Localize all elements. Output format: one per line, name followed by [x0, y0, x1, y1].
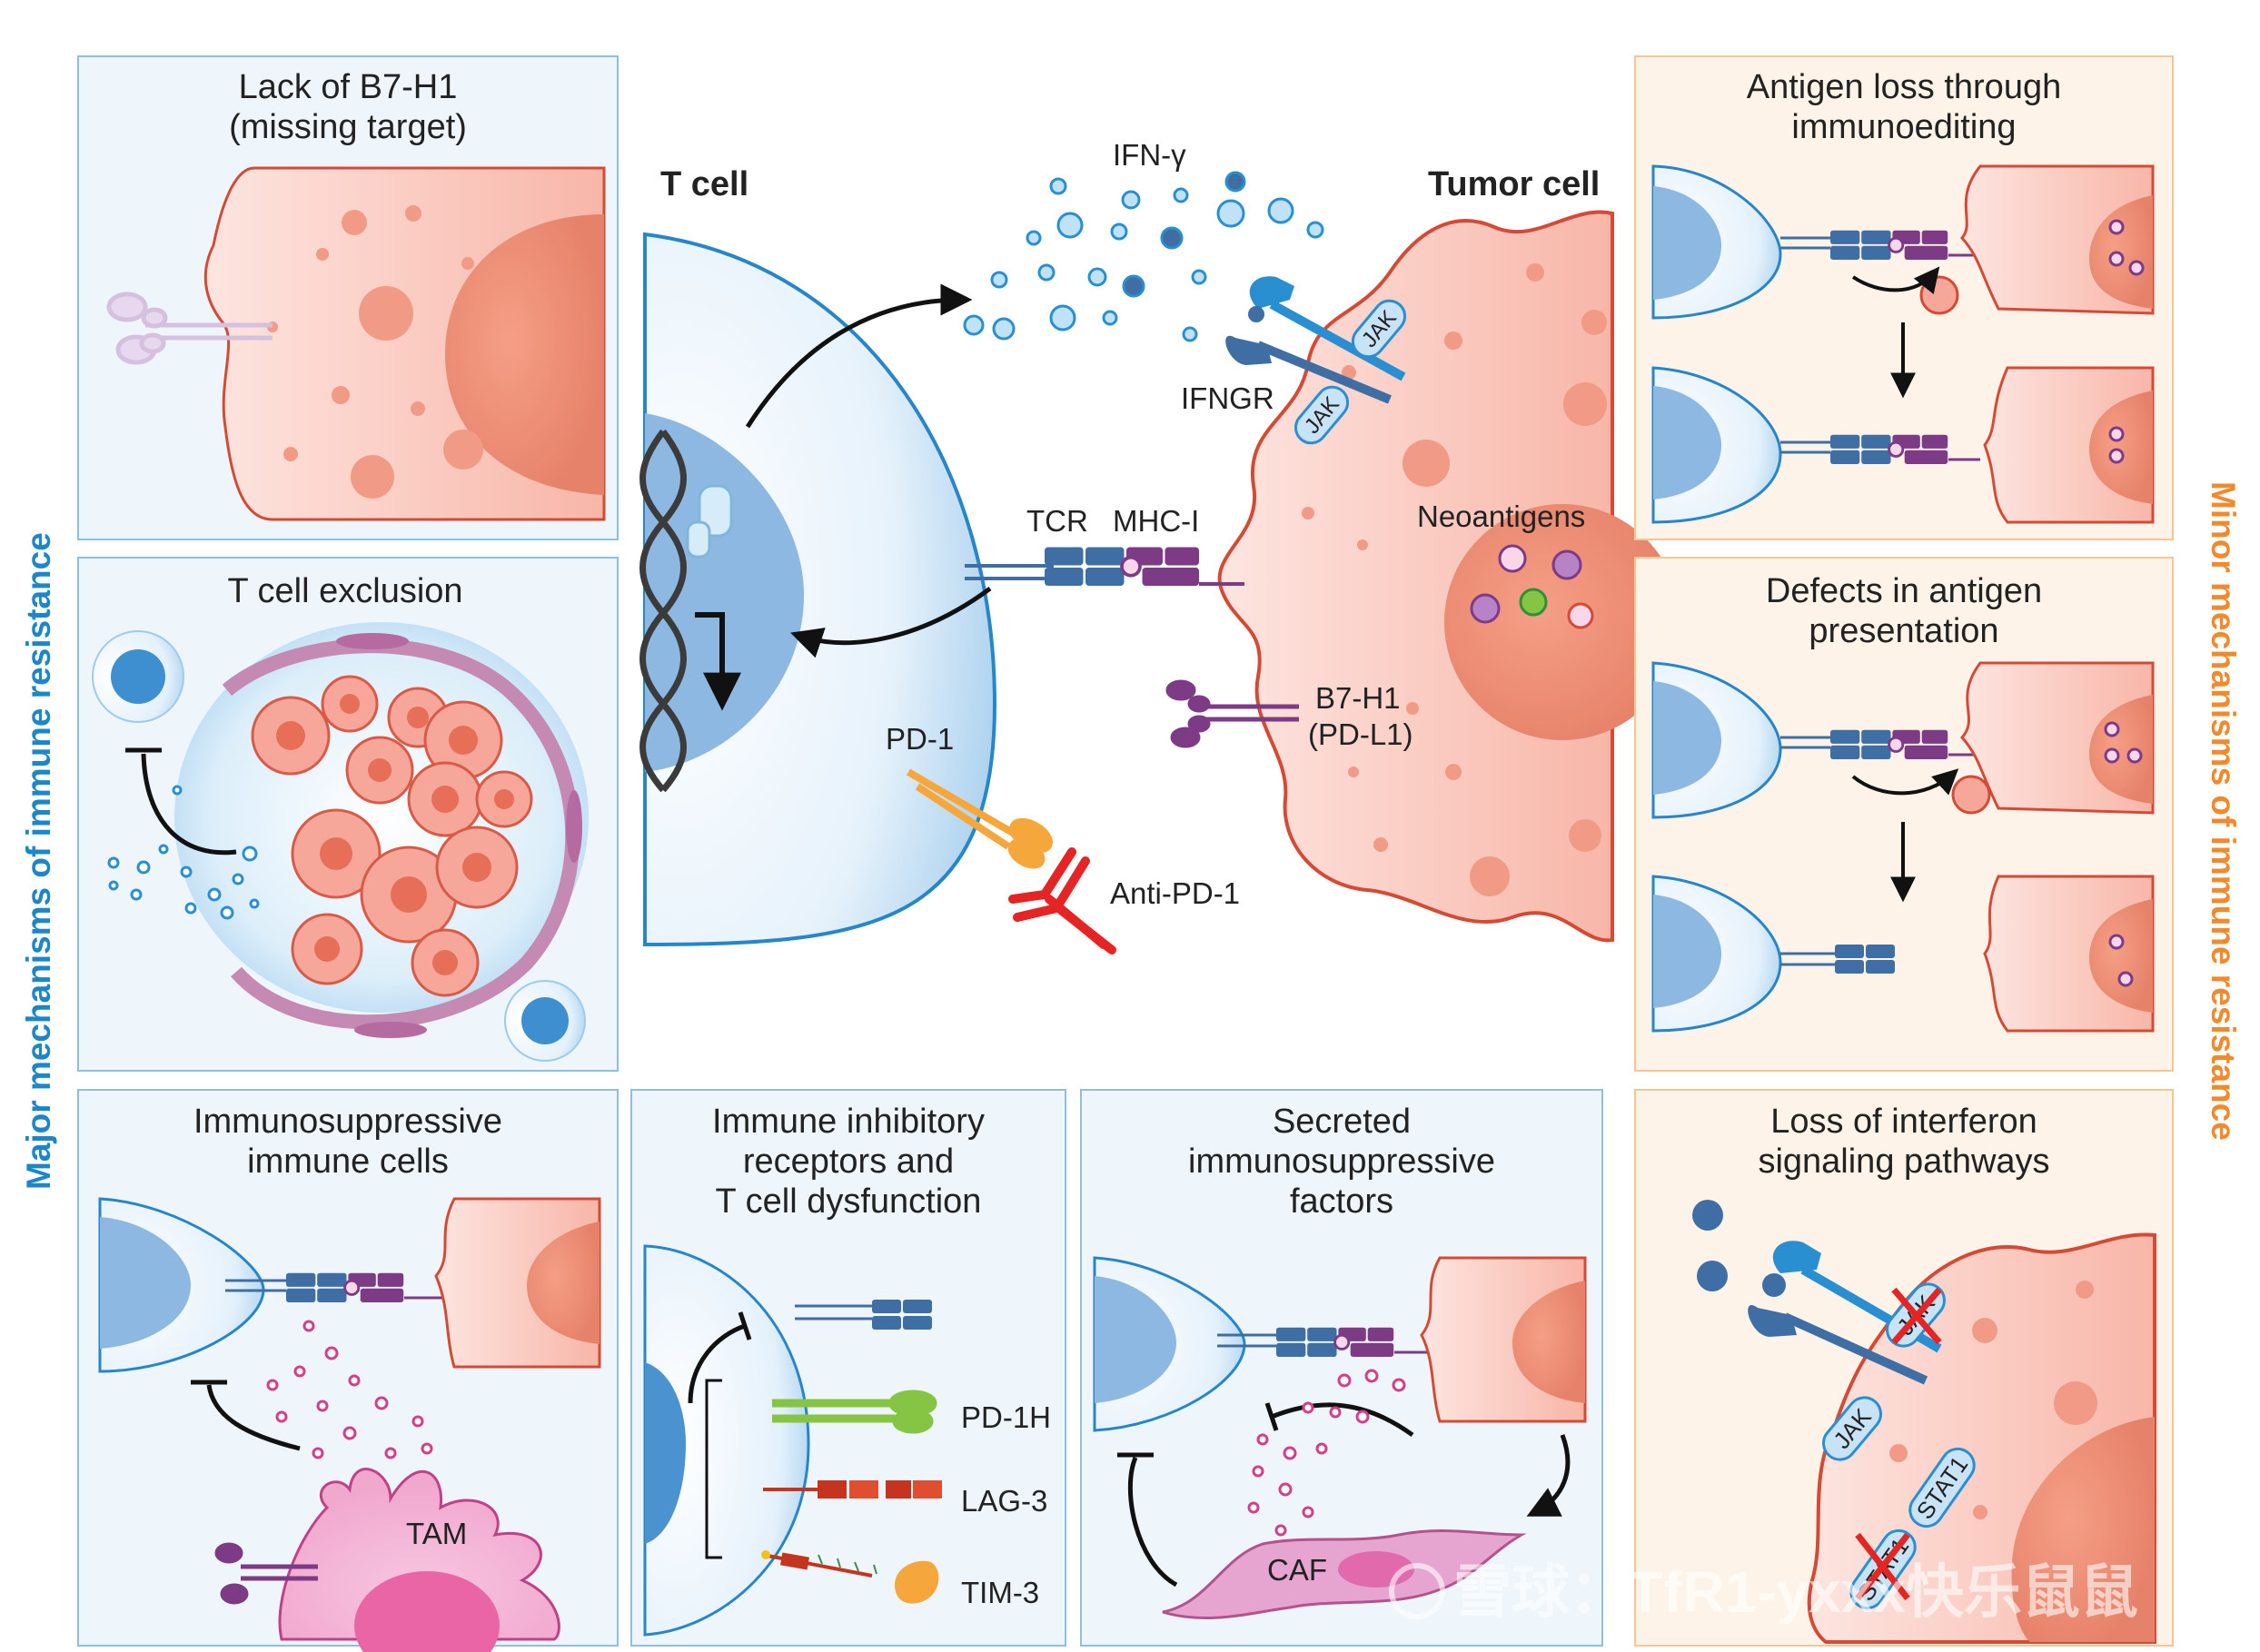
- ifn-secretion-arrow: [745, 283, 973, 429]
- mhc-i-label: MHC-I: [1113, 504, 1199, 538]
- secreted-factors: [107, 785, 260, 920]
- pd-l1-label: (PD-L1): [1308, 717, 1413, 751]
- tam-label: TAM: [406, 1517, 467, 1550]
- panel-title-line1: Immune inhibitory: [712, 1103, 985, 1141]
- panel-title-line1: Loss of interferon: [1770, 1103, 2037, 1141]
- center-illustration: T cell Tumor cell Neoantigens TCR: [639, 138, 1680, 955]
- panel-title-line3: T cell dysfunction: [716, 1182, 982, 1221]
- panel-title-line1: Lack of B7-H1: [239, 68, 458, 106]
- panel-title-line3: factors: [1290, 1182, 1393, 1221]
- panel-title-line2: (missing target): [229, 108, 467, 146]
- panel-immunosuppressive-cells: Immunosuppressive immune cells TAM: [77, 1089, 619, 1652]
- panel-title-line2: signaling pathways: [1758, 1143, 2049, 1181]
- ifn-gamma-label: IFN-γ: [1113, 138, 1186, 172]
- panel-title-line2: receptors and: [743, 1143, 954, 1181]
- dna-helix-icon: [639, 429, 687, 793]
- caf-label: CAF: [1267, 1553, 1327, 1587]
- t-cell-nucleus: [645, 413, 804, 772]
- ifngr-receptor: [1748, 1241, 1942, 1385]
- stat1-protein-blocked: STAT1: [1849, 1528, 1917, 1610]
- pd-1-label: PD-1: [886, 722, 954, 756]
- panel-t-cell-exclusion: T cell exclusion: [77, 557, 619, 1072]
- lag-3-receptor: [763, 1480, 942, 1499]
- blocked-x-icon: [1891, 1287, 1942, 1345]
- b7-h1-ligand: [1165, 679, 1299, 748]
- endothelial-nucleus: [354, 1022, 427, 1038]
- endothelial-nucleus: [566, 790, 582, 863]
- ifngr-receptor: [1225, 276, 1406, 404]
- panel-title-line1: Secreted: [1273, 1103, 1411, 1141]
- panel-title-line2: presentation: [1809, 612, 1998, 650]
- gene-expression-arrow: [695, 612, 741, 711]
- ifn-molecule: [1692, 1200, 1723, 1231]
- tumor-cluster-nuclei: [276, 694, 514, 975]
- tumor-cell-label: Tumor cell: [1428, 165, 1600, 203]
- panel-interferon-loss: Loss of interferon signaling pathways JA…: [1634, 1089, 2174, 1647]
- panel-title-line1: Defects in antigen: [1766, 572, 2042, 610]
- watermark-logo-icon: [1389, 1563, 1445, 1619]
- minor-mechanisms-label: Minor mechanisms of immune resistance: [2205, 481, 2242, 1141]
- panel-inhibitory-receptors: Immune inhibitory receptors and T cell d…: [630, 1089, 1066, 1647]
- transcription-factor: [698, 484, 733, 538]
- watermark-text: 雪球：TfR1-yxxx快乐鼠鼠: [1453, 1559, 2138, 1625]
- panel-title-line2: immune cells: [247, 1143, 449, 1181]
- panel-title-line1: Antigen loss through: [1747, 68, 2061, 106]
- ifngr-label: IFNGR: [1181, 381, 1274, 415]
- tumor-nucleus: [445, 214, 604, 495]
- tam-nucleus: [354, 1571, 500, 1652]
- tcr-signal-arrow: [790, 586, 992, 658]
- tim-3-receptor: [761, 1550, 939, 1604]
- t-cell-body: [643, 232, 997, 947]
- pd-1-receptor: [906, 768, 1053, 869]
- blocked-x-icon: [1855, 1532, 1910, 1601]
- tcr-mhc-complex: [965, 545, 1244, 588]
- b7-h1-label: B7-H1: [1315, 681, 1401, 715]
- watermark: 雪球：TfR1-yxxx快乐鼠鼠: [1389, 1559, 2138, 1625]
- panel-title-line1: Immunosuppressive: [193, 1103, 502, 1141]
- panel-secreted-factors: Secreted immunosuppressive factors CAF: [1080, 1089, 1603, 1647]
- inhibition-arrow: [141, 753, 237, 856]
- panel-antigen-loss: Antigen loss through immunoediting: [1634, 55, 2174, 540]
- panel-title-line2: immunoediting: [1791, 108, 2016, 146]
- pd1-receptor-without-target: [106, 292, 273, 365]
- tumor-vesicles: [267, 205, 483, 499]
- secreted-cytokines: [1247, 1369, 1406, 1537]
- jak-protein-blocked: JAK: [1886, 1282, 1946, 1348]
- tim-3-label: TIM-3: [961, 1576, 1039, 1609]
- panel-antigen-presentation: Defects in antigen presentation: [1634, 557, 2174, 1072]
- neoantigens-label: Neoantigens: [1417, 500, 1585, 533]
- anti-pd-1-antibody-icon: [1008, 847, 1116, 955]
- lag-3-label: LAG-3: [961, 1484, 1047, 1518]
- tcr-label: TCR: [1026, 504, 1088, 538]
- transcription-factor: [686, 520, 711, 559]
- tam-b7-h1: [214, 1542, 318, 1605]
- ifn-molecule: [1697, 1261, 1728, 1291]
- major-mechanisms-label: Major mechanisms of immune resistance: [20, 532, 57, 1190]
- endothelial-nucleus: [336, 633, 409, 649]
- panel-title: T cell exclusion: [227, 572, 462, 610]
- panel-title-line2: immunosuppressive: [1188, 1143, 1495, 1181]
- tumor-vesicles: [1302, 263, 1607, 896]
- anti-pd-1-label: Anti-PD-1: [1110, 876, 1240, 910]
- pd-1h-label: PD-1H: [961, 1400, 1051, 1434]
- neoantigen-dots: [1470, 544, 1594, 629]
- t-cell-nucleus: [521, 997, 569, 1044]
- t-cell-nucleus: [111, 649, 165, 704]
- cytokines: [266, 1320, 433, 1459]
- panel-lack-of-b7h1: Lack of B7-H1 (missing target): [77, 55, 619, 540]
- tam-cell: [278, 1468, 560, 1641]
- t-cell-label: T cell: [660, 165, 748, 203]
- pd-1h-receptor: [772, 1390, 937, 1434]
- ifn-gamma-molecules: [963, 171, 1324, 342]
